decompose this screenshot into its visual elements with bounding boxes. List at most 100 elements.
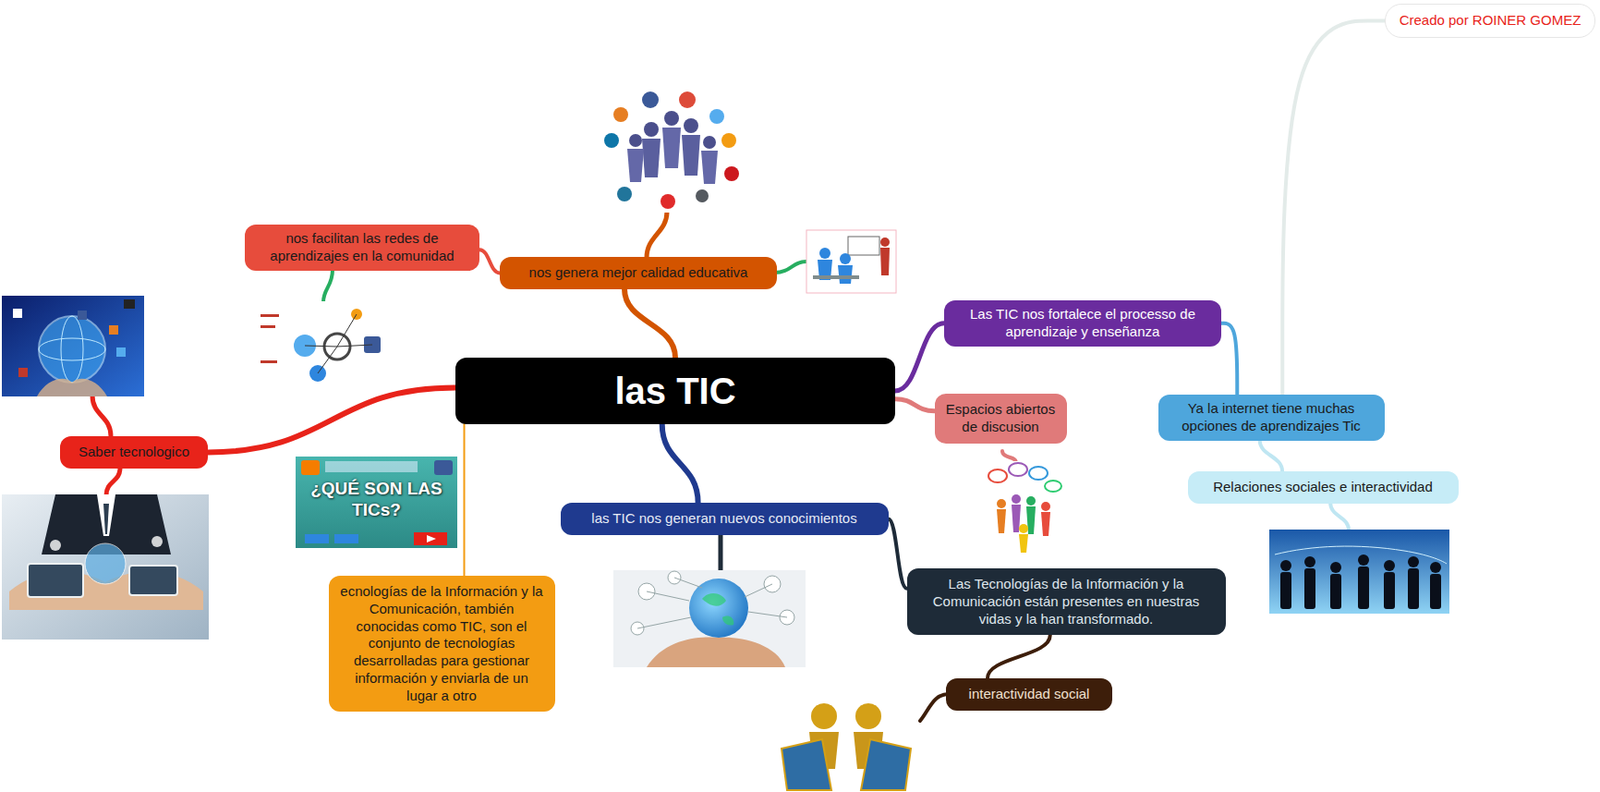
people-silhouettes-picture-part-part bbox=[1330, 561, 1342, 573]
people-silhouettes-picture-part bbox=[1280, 554, 1442, 609]
business-hands-picture-part bbox=[96, 494, 116, 536]
globe-in-hand-picture-part bbox=[613, 569, 806, 667]
classroom-picture-part bbox=[880, 247, 890, 276]
digital-globe-picture-part bbox=[18, 367, 28, 377]
globe-in-hand-picture-part bbox=[646, 636, 786, 667]
discussion-bubbles-picture-part bbox=[1008, 462, 1028, 476]
people-silhouettes-picture-part-part bbox=[1280, 559, 1292, 571]
what-are-ict-picture bbox=[295, 456, 458, 548]
digital-globe-picture-part bbox=[116, 347, 126, 357]
people-silhouettes-picture-part-part bbox=[1383, 571, 1395, 609]
people-silhouettes-picture-part-part bbox=[1430, 561, 1442, 573]
business-hands-picture-part bbox=[1, 494, 209, 640]
branch-connector bbox=[1221, 323, 1237, 395]
topic-box: Las TIC nos fortalece el processo de apr… bbox=[944, 300, 1222, 347]
central-topic: las TIC bbox=[455, 357, 896, 425]
social-network-people-picture-part bbox=[683, 118, 699, 134]
digital-globe-picture-part bbox=[12, 308, 23, 318]
classroom-picture-part bbox=[806, 230, 897, 293]
node-text: las TIC nos generan nuevos conocimientos bbox=[569, 509, 880, 528]
branch-connector bbox=[1260, 440, 1283, 473]
people-silhouettes-picture-part-part bbox=[1357, 566, 1370, 609]
business-hands-picture-part bbox=[129, 565, 178, 595]
business-hands-picture-part bbox=[103, 503, 110, 534]
people-silhouettes-picture-part-part bbox=[1407, 568, 1419, 609]
social-network-people-picture-part bbox=[613, 107, 629, 122]
topic-box: Relaciones sociales e interactividad bbox=[1187, 471, 1459, 504]
discussion-bubbles-picture-part bbox=[1018, 523, 1029, 534]
social-network-people-picture-part bbox=[664, 110, 679, 126]
learning-networks-picture-part bbox=[260, 325, 276, 328]
learning-networks-picture-part bbox=[253, 301, 388, 388]
image-leader-lines-part bbox=[106, 467, 121, 496]
what-are-ict-picture-part bbox=[426, 534, 437, 543]
digital-globe-picture-part bbox=[77, 310, 87, 320]
social-network-people-picture-part bbox=[660, 193, 676, 209]
business-hands-picture-part bbox=[49, 539, 61, 551]
golden-figures-picture bbox=[781, 703, 911, 790]
node-text: nos facilitan las redes de aprendizajes … bbox=[254, 230, 471, 266]
social-network-people-picture-part bbox=[604, 133, 619, 148]
people-silhouettes-picture-part-part bbox=[1407, 556, 1419, 568]
learning-networks-picture-part bbox=[304, 314, 373, 374]
social-network-people-picture bbox=[600, 89, 743, 213]
digital-globe-picture-part bbox=[36, 378, 108, 397]
branch-connector bbox=[895, 399, 935, 412]
node-text: Creado por ROINER GOMEZ bbox=[1394, 12, 1586, 30]
node-text: las TIC bbox=[470, 368, 881, 413]
image-leader-lines bbox=[92, 211, 1349, 721]
image-leader-lines-part bbox=[323, 269, 333, 303]
business-hands-picture-part bbox=[27, 563, 84, 597]
topic-box: Saber tecnologico bbox=[60, 436, 208, 469]
branch-connector bbox=[987, 634, 1051, 679]
discussion-bubbles-picture-part bbox=[982, 460, 1065, 557]
classroom-picture-part bbox=[812, 275, 860, 279]
what-are-ict-picture-part bbox=[295, 456, 458, 548]
what-are-ict-picture-part bbox=[334, 533, 359, 544]
image-leader-lines-part bbox=[646, 211, 667, 258]
digital-globe-picture-part bbox=[60, 315, 84, 383]
digital-globe-picture bbox=[1, 295, 145, 397]
discussion-bubbles-picture-part bbox=[996, 498, 1007, 509]
node-text: nos genera mejor calidad educativa bbox=[509, 264, 768, 282]
classroom-picture-part bbox=[880, 237, 890, 247]
node-text: Relaciones sociales e interactividad bbox=[1197, 478, 1450, 497]
social-network-people-picture-part bbox=[724, 166, 740, 182]
discussion-bubbles-picture-part bbox=[1044, 480, 1062, 492]
classroom-picture-part bbox=[848, 236, 880, 255]
people-silhouettes-picture-part-part bbox=[1304, 556, 1316, 568]
globe-in-hand-picture-part bbox=[702, 593, 734, 625]
social-network-people-picture-part bbox=[642, 91, 659, 109]
what-are-ict-picture-part bbox=[434, 460, 453, 475]
business-hands-picture bbox=[1, 494, 209, 640]
definition-box: ecnologías de la Información y la Comuni… bbox=[328, 575, 556, 712]
classroom-picture bbox=[806, 230, 897, 293]
node-text: ecnologías de la Información y la Comuni… bbox=[338, 582, 546, 704]
globe-in-hand-picture bbox=[613, 569, 806, 667]
learning-networks-picture-part bbox=[260, 360, 278, 364]
discussion-bubbles-picture-part bbox=[988, 469, 1007, 483]
branch-connector bbox=[624, 289, 676, 358]
discussion-bubbles-picture-part bbox=[1041, 501, 1051, 511]
topic-box: Las Tecnologías de la Información y la C… bbox=[907, 568, 1226, 635]
topic-box: Ya la internet tiene muchas opciones de … bbox=[1158, 394, 1385, 441]
image-leader-lines-part bbox=[774, 261, 807, 273]
social-network-people-picture-part bbox=[681, 134, 701, 176]
social-network-people-picture-part bbox=[695, 189, 709, 203]
what-are-ict-picture-part bbox=[325, 460, 418, 473]
people-silhouettes-picture-part-part bbox=[1304, 568, 1316, 609]
branch-connector bbox=[207, 387, 456, 452]
branch-connector bbox=[463, 424, 466, 576]
topic-box: Espacios abiertos de discusion bbox=[934, 393, 1067, 444]
author-note: Creado por ROINER GOMEZ bbox=[1384, 3, 1596, 38]
discussion-bubbles-picture-part bbox=[996, 509, 1007, 534]
topic-box: interactividad social bbox=[945, 678, 1113, 711]
social-network-people-picture-part bbox=[703, 135, 716, 149]
people-silhouettes-picture bbox=[1269, 529, 1450, 614]
people-silhouettes-picture-part bbox=[1269, 529, 1450, 614]
social-network-people-picture-part bbox=[629, 133, 643, 147]
node-text: Espacios abiertos de discusion bbox=[944, 400, 1058, 437]
branch-connector bbox=[888, 518, 908, 588]
discussion-bubbles-picture-part bbox=[1029, 466, 1048, 480]
learning-networks-picture-part bbox=[260, 314, 279, 317]
